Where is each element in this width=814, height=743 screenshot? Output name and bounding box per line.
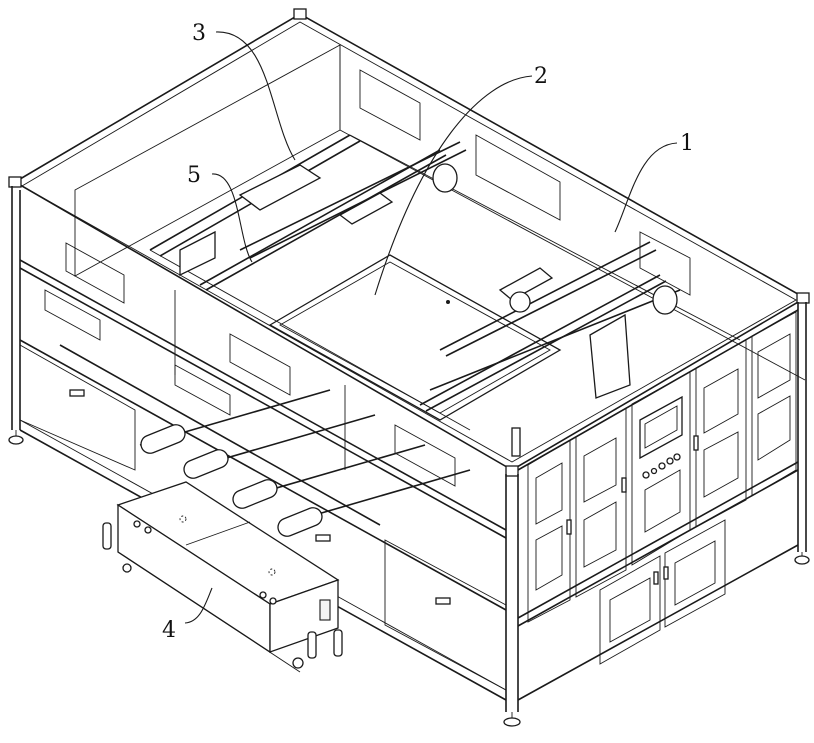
gantry-rails	[149, 134, 741, 431]
leader-lines	[184, 31, 678, 624]
conveyor-end-1	[140, 424, 186, 454]
conveyor-end-4	[277, 507, 323, 537]
conveyor-end-3	[232, 479, 278, 509]
carriage-3	[238, 164, 322, 211]
hmi-screen	[639, 395, 683, 460]
front-side-panels	[19, 242, 507, 691]
electrical-cabinet	[511, 309, 799, 665]
leader-5	[211, 173, 253, 263]
signal-tower	[511, 427, 521, 457]
frame-posts	[8, 186, 810, 727]
cart	[102, 481, 343, 673]
leader-3	[215, 31, 296, 161]
label-5: 5	[187, 163, 201, 188]
label-4: 4	[162, 618, 176, 643]
conveyor-end-2	[183, 449, 229, 479]
label-2: 2	[534, 64, 548, 89]
leader-1	[614, 142, 678, 233]
label-3: 3	[192, 21, 206, 46]
reference-labels: 1 2 3 4 5	[162, 21, 694, 643]
leader-2	[374, 75, 533, 296]
conveyors	[59, 344, 471, 537]
control-buttons	[642, 453, 681, 479]
work-table	[268, 254, 562, 421]
leader-4	[184, 587, 213, 624]
frame-top	[8, 8, 810, 477]
label-1: 1	[680, 131, 694, 156]
